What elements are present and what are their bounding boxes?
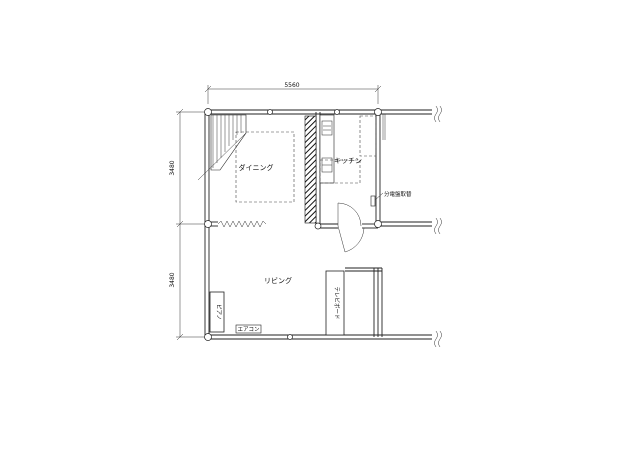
piano-label: ピアノ [215, 304, 222, 320]
distribution-board: 分電盤取替 [370, 190, 412, 207]
structural-posts [204, 108, 382, 341]
right-wing [345, 267, 383, 337]
kitchen-door [337, 202, 365, 253]
room-label-living: リビング [264, 276, 292, 285]
break-marks [434, 105, 442, 348]
distribution-board-label: 分電盤取替 [384, 190, 412, 198]
aircon-label: エアコン [237, 326, 260, 333]
dimension-left-lower-label: 3480 [169, 272, 176, 287]
kitchen-hatched-wall [304, 115, 317, 224]
dimension-left-upper-label: 3480 [169, 160, 176, 175]
kitchen-window [382, 114, 386, 140]
accordion-partition [217, 220, 267, 228]
staircase [197, 114, 247, 181]
room-label-kitchen: キッチン [334, 157, 362, 165]
room-label-dining: ダイニング [239, 163, 274, 172]
kitchen-counter [319, 114, 335, 184]
piano: ピアノ [209, 291, 225, 333]
dining-table [235, 131, 295, 203]
dimension-top-label: 5560 [284, 82, 299, 89]
dimension-top: 5560 [204, 82, 382, 104]
kitchen-upper-cabinet [359, 115, 377, 157]
aircon: エアコン [235, 324, 262, 334]
tv-board-label: テレビボード [333, 286, 341, 319]
kitchen-lower-cabinet [319, 159, 361, 184]
tv-board: テレビボード [325, 270, 345, 336]
dimension-left: 3480 3480 [169, 108, 205, 341]
